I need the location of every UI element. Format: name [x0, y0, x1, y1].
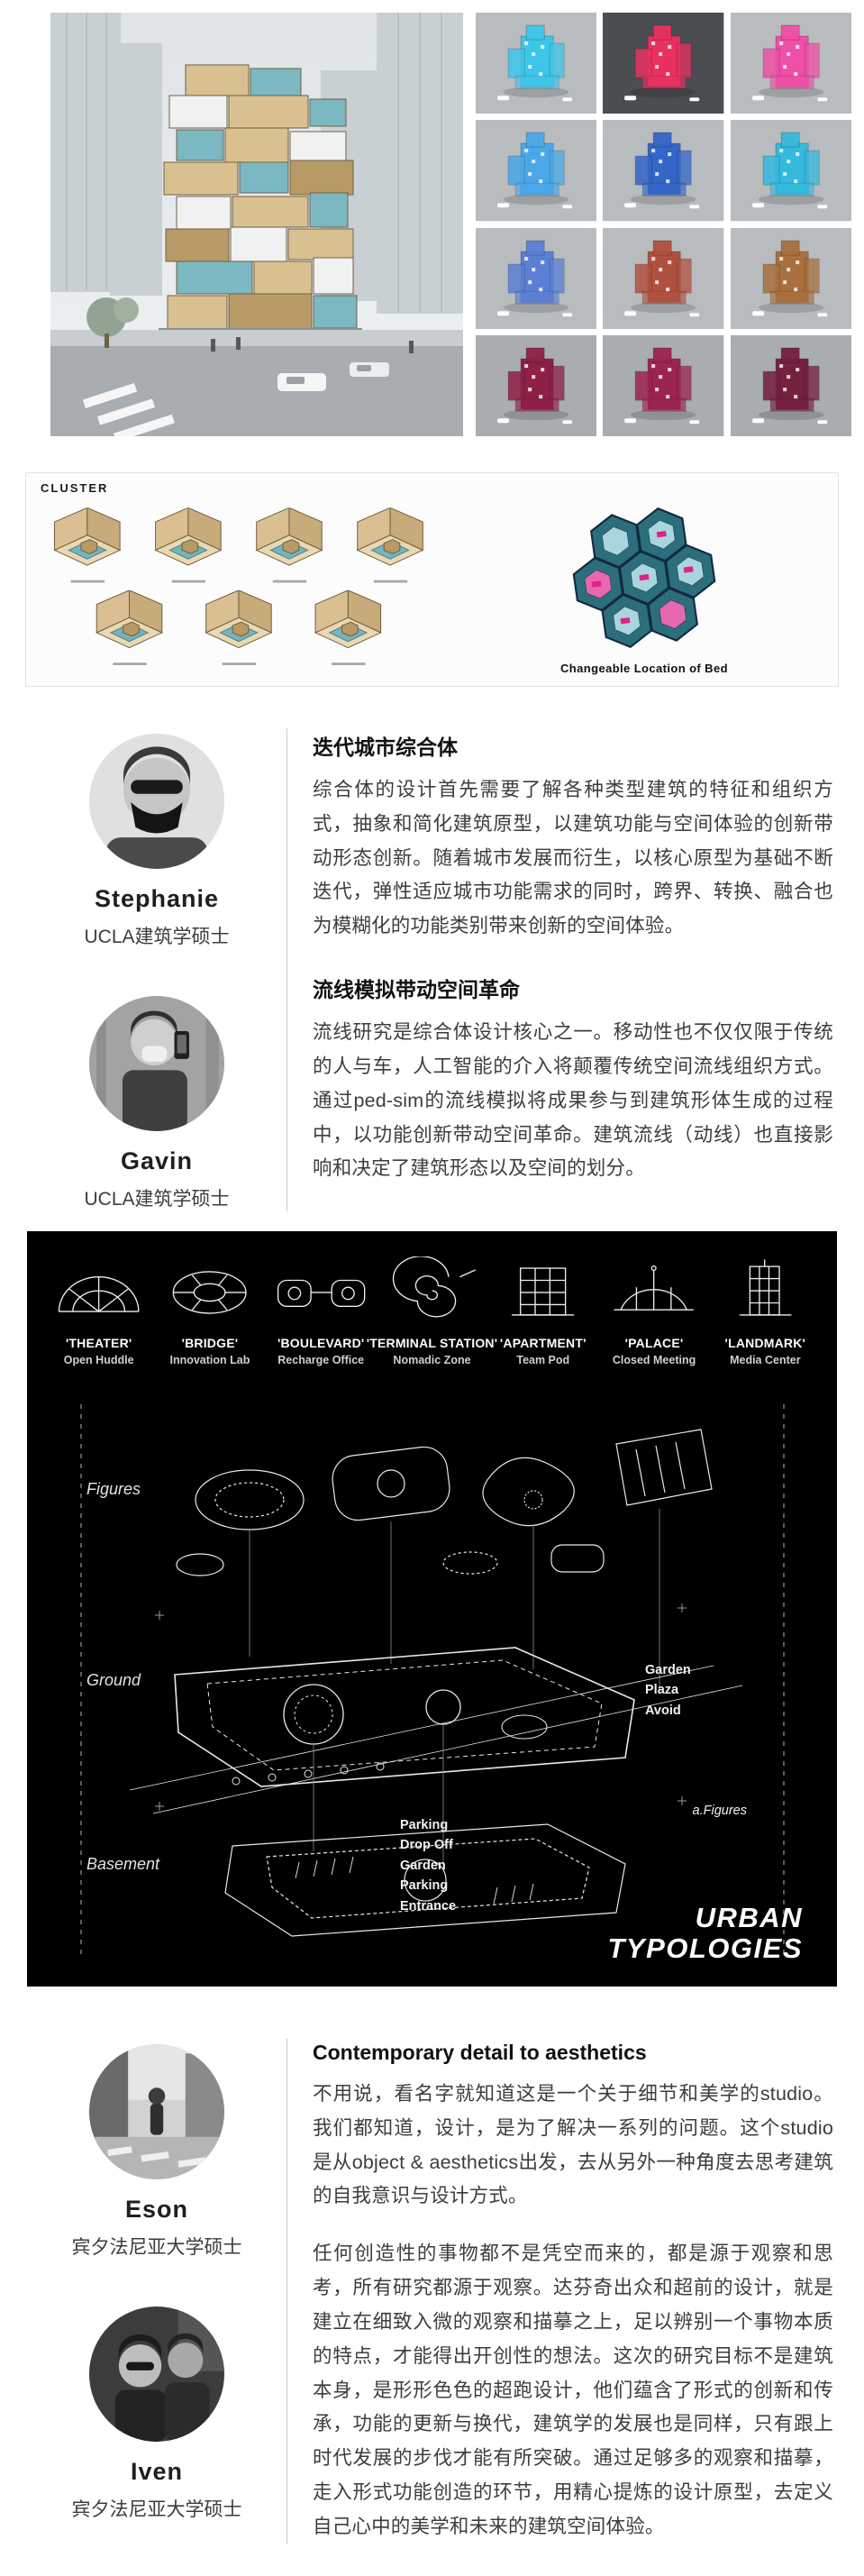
cluster-caption: Changeable Location of Bed: [560, 662, 728, 675]
iteration-model-art: [476, 120, 597, 222]
module-axon-collage: [54, 507, 423, 665]
iteration-model-art: [476, 227, 597, 329]
avatar-gavin[interactable]: [89, 996, 224, 1131]
typology-item-apartment: 'APARTMENT' Team Pod: [491, 1256, 595, 1366]
urban-typologies-watermark: URBAN TYPOLOGIES: [607, 1902, 803, 1964]
member-credential: UCLA建筑学硕士: [84, 927, 230, 947]
iteration-tile-8[interactable]: [603, 227, 724, 329]
level-label-ground: Ground: [86, 1671, 141, 1689]
iteration-model-art: [730, 120, 851, 222]
article-iterative-complex: 迭代城市综合体 综合体的设计首先需要了解各种类型建筑的特征和组织方式，抽象和简化…: [313, 730, 833, 944]
iteration-tile-12[interactable]: [730, 334, 851, 436]
iteration-model-art: [603, 120, 724, 222]
iteration-tile-7[interactable]: [476, 227, 597, 329]
iteration-tile-1[interactable]: [476, 13, 597, 114]
article-body: 任何创造性的事物都不是凭空而来的，都是源于观察和思考，所有研究都源于观察。达芬奇…: [313, 2243, 833, 2537]
iteration-tile-4[interactable]: [476, 120, 597, 222]
avatar-stephanie[interactable]: [89, 734, 224, 869]
article-body: 综合体的设计首先需要了解各种类型建筑的特征和组织方式，抽象和简化建筑原型，以建筑…: [313, 779, 833, 937]
typology-item-boulevard: 'BOULEVARD' Recharge Office: [269, 1256, 373, 1366]
typology-item-palace: 'PALACE' Closed Meeting: [602, 1256, 705, 1366]
terminal-sketch-icon: [380, 1256, 484, 1327]
avatar-gavin-photo: [89, 996, 224, 1131]
article-circulation: 流线模拟带动空间革命 流线研究是综合体设计核心之一。移动性也不仅仅限于传统的人与…: [313, 973, 833, 1186]
avatar-iven-photo: [89, 2307, 224, 2442]
iteration-model-art: [603, 227, 724, 329]
article-heading: Contemporary detail to aesthetics: [313, 2041, 647, 2064]
iteration-model-art: [476, 334, 597, 436]
theater-sketch-icon: [47, 1256, 150, 1327]
typology-item-bridge: 'BRIDGE' Innovation Lab: [158, 1256, 261, 1366]
article-aesthetics: Contemporary detail to aesthetics 不用说，看名…: [313, 2041, 833, 2544]
member-gavin: Gavin UCLA建筑学硕士: [84, 996, 230, 1211]
apartment-sketch-icon: [491, 1256, 595, 1327]
member-eson: Eson 宾夕法尼亚大学硕士: [72, 2044, 242, 2260]
iteration-tile-3[interactable]: [730, 13, 851, 114]
typology-item-terminal-station: 'TERMINAL STATION' Nomadic Zone: [367, 1256, 497, 1366]
typology-item-theater: 'THEATER' Open Huddle: [47, 1256, 150, 1366]
iteration-model-art: [730, 334, 851, 436]
level-label-basement: Basement: [86, 1855, 160, 1873]
member-iven: Iven 宾夕法尼亚大学硕士: [72, 2307, 242, 2522]
profiles-section-penn: Eson 宾夕法尼亚大学硕士 Iven 宾夕法尼亚大学硕士: [27, 2039, 837, 2568]
iteration-model-art: [603, 334, 724, 436]
urban-typologies-diagram[interactable]: Figures Ground Basement Garden Plaza Avo…: [47, 1393, 817, 1970]
member-name: Iven: [130, 2458, 184, 2485]
member-credential: UCLA建筑学硕士: [84, 1189, 230, 1210]
members-column: Stephanie UCLA建筑学硕士 Gavin UCLA建筑学硕士: [27, 728, 286, 1211]
articles-column-penn: Contemporary detail to aesthetics 不用说，看名…: [286, 2039, 837, 2544]
iteration-model-art: [730, 227, 851, 329]
member-stephanie: Stephanie UCLA建筑学硕士: [84, 734, 230, 949]
hero-render-illustration: [50, 13, 463, 436]
level-label-figures: Figures: [86, 1480, 141, 1498]
profiles-section-ucla: Stephanie UCLA建筑学硕士 Gavin UCLA建筑学硕士: [27, 728, 837, 1211]
urban-typologies-panel[interactable]: 'THEATER' Open Huddle 'BRIDGE' Innovatio…: [27, 1231, 837, 1987]
members-column: Eson 宾夕法尼亚大学硕士 Iven 宾夕法尼亚大学硕士: [27, 2039, 286, 2544]
typology-row: 'THEATER' Open Huddle 'BRIDGE' Innovatio…: [47, 1256, 817, 1366]
iteration-tile-11[interactable]: [603, 334, 724, 436]
article-body: 流线研究是综合体设计核心之一。移动性也不仅仅限于传统的人与车，人工智能的介入将颠…: [313, 1021, 833, 1180]
iteration-tile-9[interactable]: [730, 227, 851, 329]
cluster-hex-figure[interactable]: Changeable Location of Bed: [461, 500, 827, 677]
landmark-sketch-icon: [714, 1256, 817, 1327]
iteration-tile-10[interactable]: [476, 334, 597, 436]
typology-item-landmark: 'LANDMARK' Media Center: [714, 1256, 817, 1366]
iteration-model-art: [730, 13, 851, 114]
iteration-model-art: [603, 13, 724, 114]
iteration-grid: [476, 13, 851, 436]
cluster-modules-figure[interactable]: [41, 500, 461, 677]
hero-render-figure[interactable]: [50, 13, 463, 436]
annotation-figures: a.Figures: [692, 1804, 747, 1818]
hero-section: [0, 0, 864, 436]
article-body: 不用说，看名字就知道这是一个关于细节和美学的studio。我们都知道，设计，是为…: [313, 2083, 833, 2207]
bridge-sketch-icon: [158, 1256, 261, 1327]
hex-cluster-plan: [572, 507, 716, 649]
cluster-section: CLUSTER: [25, 472, 839, 687]
articles-column-ucla: 迭代城市综合体 综合体的设计首先需要了解各种类型建筑的特征和组织方式，抽象和简化…: [286, 728, 837, 1211]
iteration-model-art: [476, 13, 597, 114]
iteration-tile-5[interactable]: [603, 120, 724, 222]
member-name: Stephanie: [94, 885, 220, 912]
iteration-tile-2[interactable]: [603, 13, 724, 114]
avatar-stephanie-photo: [89, 734, 224, 869]
article-heading: 迭代城市综合体: [313, 735, 458, 759]
avatar-eson-photo: [89, 2044, 224, 2179]
avatar-iven[interactable]: [89, 2307, 224, 2442]
member-credential: 宾夕法尼亚大学硕士: [71, 2499, 242, 2520]
exploded-axonometric-drawing: [80, 1404, 785, 1959]
member-credential: 宾夕法尼亚大学硕士: [71, 2237, 242, 2258]
member-name: Eson: [124, 2196, 188, 2223]
palace-sketch-icon: [602, 1256, 705, 1327]
annotation-garden: Garden Plaza Avoid: [645, 1663, 691, 1718]
cluster-label: CLUSTER: [41, 481, 109, 495]
member-name: Gavin: [120, 1147, 194, 1174]
avatar-eson[interactable]: [89, 2044, 224, 2179]
boulevard-sketch-icon: [269, 1256, 373, 1327]
annotation-parking: Parking Drop Off Garden Parking Entrance: [400, 1818, 457, 1914]
article-heading: 流线模拟带动空间革命: [313, 978, 520, 1002]
iteration-tile-6[interactable]: [730, 120, 851, 222]
